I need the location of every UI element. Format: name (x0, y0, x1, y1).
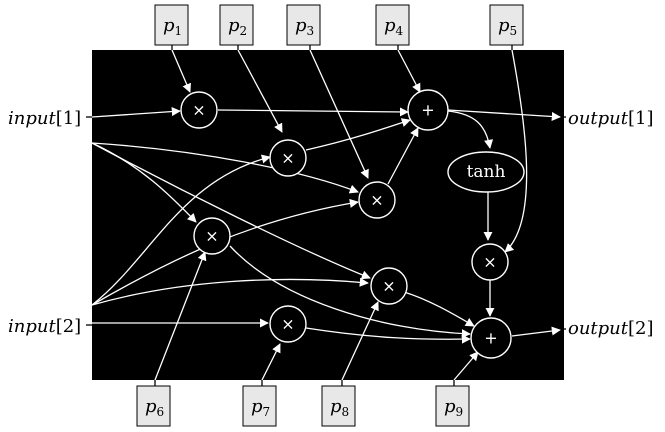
svg-text:tanh: tanh (467, 162, 506, 182)
svg-text:p8: p8 (330, 396, 349, 419)
multiply-node-6: × (193, 217, 231, 255)
svg-text:×: × (370, 191, 383, 210)
param-box-p1: p1 (154, 4, 189, 46)
tanh-node: tanh (447, 151, 525, 193)
operation-nodes: × × × + tanh × × × × + (180, 89, 525, 359)
multiply-node-2: × (269, 139, 307, 177)
svg-text:p6: p6 (145, 396, 164, 419)
param-box-p2: p2 (219, 4, 254, 46)
param-box-p8: p8 (321, 385, 356, 427)
output-1-label: output[1] (568, 108, 654, 129)
param-box-p3: p3 (286, 4, 321, 46)
param-box-p7: p7 (242, 385, 277, 427)
param-box-p5: p5 (489, 4, 524, 46)
svg-text:+: + (484, 329, 497, 348)
multiply-node-3: × (358, 181, 396, 219)
svg-text:p4: p4 (384, 15, 404, 38)
internal-wires (91, 49, 561, 381)
svg-text:×: × (281, 149, 294, 168)
add-node-1: + (407, 89, 449, 131)
svg-text:×: × (382, 277, 395, 296)
input-2-label: input[2] (8, 316, 81, 337)
multiply-node-7: × (269, 305, 307, 343)
svg-text:p5: p5 (498, 15, 517, 38)
multiply-node-8: × (370, 267, 408, 305)
svg-text:p7: p7 (251, 396, 270, 419)
add-node-2: + (470, 317, 512, 359)
svg-text:p3: p3 (295, 15, 314, 38)
input-1-label: input[1] (8, 108, 81, 129)
param-box-p9: p9 (435, 385, 470, 427)
svg-text:+: + (421, 101, 434, 120)
svg-text:×: × (483, 253, 496, 272)
param-box-p6: p6 (136, 385, 171, 427)
svg-text:p1: p1 (163, 15, 182, 38)
multiply-node-1: × (180, 91, 218, 129)
multiply-node-5: × (471, 243, 509, 281)
param-box-p4: p4 (375, 4, 410, 46)
svg-text:×: × (192, 101, 205, 120)
svg-text:×: × (205, 227, 218, 246)
svg-text:×: × (281, 315, 294, 334)
svg-text:p9: p9 (444, 396, 463, 419)
output-2-label: output[2] (568, 318, 654, 339)
svg-text:p2: p2 (228, 15, 247, 38)
